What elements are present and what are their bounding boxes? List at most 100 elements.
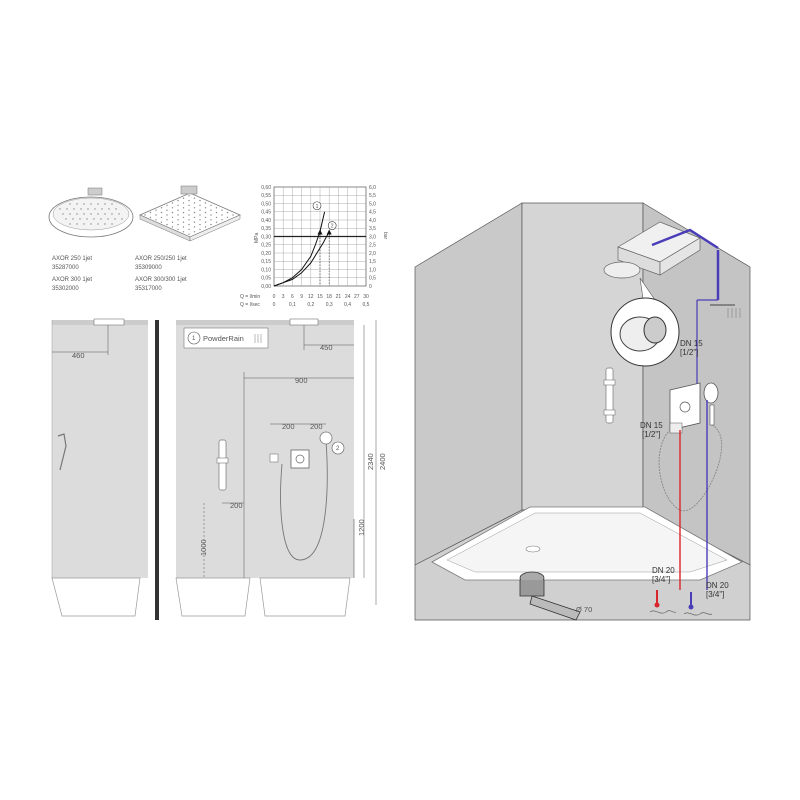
dim-200: 200: [282, 422, 295, 431]
x-lsec-tick: 0: [273, 302, 276, 308]
bathtub: [51, 577, 141, 617]
product-code: 35309000: [135, 265, 162, 271]
cold-water-icon: [683, 592, 713, 616]
y-right-tick: 4,5: [369, 210, 376, 216]
product-code: 35287000: [52, 265, 79, 271]
y-right-tick: 0: [369, 284, 372, 290]
x-lmin-label: Q = l/min: [240, 294, 260, 300]
y-left-tick: 0,25: [261, 243, 271, 249]
x-lmin-tick: 30: [363, 294, 369, 300]
y-right-tick: 5,5: [369, 193, 376, 199]
dim-200: 200: [230, 501, 243, 510]
dim-2340: 2340: [366, 453, 375, 470]
pipe-size-inch: [3/4"]: [706, 590, 724, 599]
shower-hose: [280, 439, 328, 561]
product-name: AXOR 250 1jet: [52, 256, 92, 262]
y-right-tick: 3,5: [369, 226, 376, 232]
x-lmin-tick: 24: [345, 294, 351, 300]
series-marker-label: 1: [316, 204, 319, 210]
y-left-tick: 0,35: [261, 226, 271, 232]
marker-2: 2: [336, 446, 340, 452]
y-left-tick: 0,10: [261, 267, 271, 273]
y-left-tick: 0,60: [261, 185, 271, 191]
series-arrow: [326, 229, 332, 235]
series-marker: [327, 221, 337, 230]
x-lmin-tick: 27: [354, 294, 360, 300]
y-left-tick: 0,00: [261, 284, 271, 290]
y-right-tick: 2,5: [369, 243, 376, 249]
flow-chart: 0,600,550,500,450,400,350,300,250,200,15…: [261, 185, 376, 308]
x-lmin-tick: 15: [317, 294, 323, 300]
product-name: AXOR 250/250 1jet: [135, 256, 187, 262]
hand-shower-icon: [703, 382, 719, 426]
product-name: AXOR 300/300 1jet: [135, 277, 187, 283]
series-arrow: [317, 229, 323, 235]
x-lsec-tick: 0,2: [307, 302, 314, 308]
pipe-size-inch: [1/2"]: [680, 348, 698, 357]
y-left-tick: 0,30: [261, 234, 271, 240]
dim-2400: 2400: [378, 453, 387, 470]
x-lmin-tick: 6: [291, 294, 294, 300]
drain-size: Ø 70: [576, 605, 592, 614]
x-lmin-tick: 3: [282, 294, 285, 300]
shower-rail-icon: [603, 367, 616, 424]
y-right-tick: 1,5: [369, 259, 376, 265]
pipe-size: DN 15: [680, 339, 703, 348]
x-lsec-tick: 0,4: [344, 302, 351, 308]
pipe-size-inch: [1/2"]: [642, 430, 660, 439]
callout-box: [183, 327, 269, 349]
y-left-label: MPa: [254, 233, 260, 244]
hand-shower-icon: [319, 431, 333, 445]
y-left-tick: 0,15: [261, 259, 271, 265]
dim-450: 450: [320, 343, 333, 352]
y-right-tick: 4,0: [369, 218, 376, 224]
drain-fitting-icon: [519, 571, 581, 621]
pipe-size: DN 20: [652, 566, 675, 575]
product-code: 35317000: [135, 286, 162, 292]
wall-outlet-icon: [269, 453, 279, 463]
left-elevation: 460: [51, 318, 159, 620]
callout-text: PowderRain: [203, 334, 244, 343]
dim-900: 900: [295, 376, 308, 385]
series-marker-label: 2: [331, 224, 334, 230]
right-elevation: 1 PowderRain 450 900 200 200 200 1000 2 …: [175, 318, 387, 617]
isometric-view: Ø 70 DN 15 [1/2"]: [414, 202, 751, 621]
pipe-size: DN 15: [640, 421, 663, 430]
x-lsec-tick: 0,1: [289, 302, 296, 308]
x-lmin-tick: 12: [308, 294, 314, 300]
product-code: 35302000: [52, 286, 79, 292]
y-left-tick: 0,50: [261, 201, 271, 207]
series-line: [273, 231, 330, 287]
drain-icon: [525, 545, 541, 553]
pipe-size-inch: [3/4"]: [652, 575, 670, 584]
y-left-tick: 0,45: [261, 210, 271, 216]
x-lmin-tick: 21: [336, 294, 342, 300]
y-left-tick: 0,55: [261, 193, 271, 199]
x-lmin-tick: 9: [300, 294, 303, 300]
rain-icon: [727, 308, 741, 318]
round-showerhead-icon: [603, 261, 641, 279]
y-right-tick: 6,0: [369, 185, 376, 191]
y-right-tick: 3,0: [369, 234, 376, 240]
cold-supply-pipe: [651, 228, 719, 250]
y-left-tick: 0,40: [261, 218, 271, 224]
y-right-tick: 5,0: [369, 201, 376, 207]
round-showerhead-icon: [48, 187, 134, 238]
x-lmin-tick: 18: [326, 294, 332, 300]
y-right-tick: 1,0: [369, 267, 376, 273]
y-left-tick: 0,05: [261, 276, 271, 282]
pipe-size: DN 20: [706, 581, 729, 590]
hand-shower-icon: [57, 433, 67, 471]
dim-200: 200: [310, 422, 323, 431]
rain-icon: [254, 334, 262, 343]
ceiling-shower-icon: [93, 318, 125, 326]
thermostat-icon: [669, 382, 701, 434]
x-lmin-tick: 0: [273, 294, 276, 300]
dim-1000: 1000: [199, 539, 208, 556]
y-left-tick: 0,20: [261, 251, 271, 257]
dim-1200: 1200: [357, 519, 366, 536]
bathtub: [259, 577, 351, 617]
y-right-tick: 0,5: [369, 276, 376, 282]
y-right-tick: 2,0: [369, 251, 376, 257]
